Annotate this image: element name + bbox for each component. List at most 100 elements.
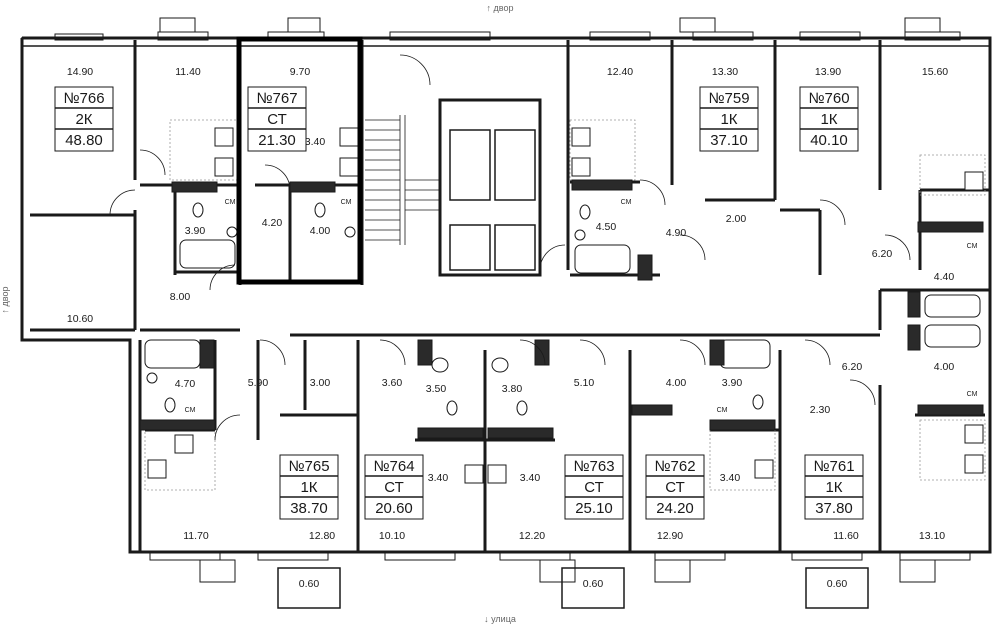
apartment-area: 37.80 xyxy=(815,500,853,517)
room-area: 10.60 xyxy=(67,313,93,325)
apartment-area: 37.10 xyxy=(710,132,748,149)
balcony-area: 0.60 xyxy=(299,578,320,590)
room-area: 11.40 xyxy=(175,66,201,78)
apartment-type: СТ xyxy=(384,479,404,496)
room-area: 4.00 xyxy=(934,361,955,373)
washer-label: СМ xyxy=(621,199,632,206)
apartment-label-764[interactable]: №764 СТ 20.60 xyxy=(364,454,424,520)
kitchen-fixtures xyxy=(147,127,984,484)
apartment-label-763[interactable]: №763 СТ 25.10 xyxy=(564,454,624,520)
apartment-area: 38.70 xyxy=(290,500,328,517)
counters xyxy=(139,179,984,439)
room-area: 4.70 xyxy=(175,378,196,390)
room-area: 3.40 xyxy=(305,136,326,148)
apartment-number: №765 xyxy=(288,458,329,475)
windows-top xyxy=(54,17,961,41)
room-area: 5.90 xyxy=(248,377,269,389)
room-area: 3.40 xyxy=(520,472,541,484)
room-area: 3.90 xyxy=(185,225,206,237)
apartment-area: 40.10 xyxy=(810,132,848,149)
lower-walls xyxy=(138,340,985,552)
room-area: 4.20 xyxy=(262,217,283,229)
apartment-label-767[interactable]: №767 СТ 21.30 xyxy=(247,86,307,152)
room-area: 10.10 xyxy=(379,530,405,542)
kitchen-zones xyxy=(144,119,986,491)
bathroom-fixtures xyxy=(144,202,981,416)
room-area: 4.50 xyxy=(596,221,617,233)
room-area: 13.30 xyxy=(712,66,738,78)
balconies xyxy=(277,567,869,609)
room-area: 4.40 xyxy=(934,271,955,283)
room-area: 13.90 xyxy=(815,66,841,78)
apartment-type: 1К xyxy=(300,479,317,496)
stair-core xyxy=(365,98,542,277)
room-area: 3.60 xyxy=(382,377,403,389)
room-area: 3.00 xyxy=(310,377,331,389)
washer-label: СМ xyxy=(967,243,978,250)
balcony-area: 0.60 xyxy=(583,578,604,590)
washer-label: СМ xyxy=(341,199,352,206)
apartment-type: 1К xyxy=(720,111,737,128)
apartment-number: №767 xyxy=(256,90,297,107)
room-areas: 14.90 11.40 9.70 12.40 13.30 13.90 15.60… xyxy=(67,66,955,590)
washer-label: СМ xyxy=(717,407,728,414)
outer-walls xyxy=(20,36,992,554)
apartment-type: СТ xyxy=(665,479,685,496)
washer-label: СМ xyxy=(185,407,196,414)
room-area: 4.00 xyxy=(666,377,687,389)
apartment-number: №764 xyxy=(373,458,414,475)
apartment-label-760[interactable]: №760 1К 40.10 xyxy=(799,86,859,152)
room-area: 3.40 xyxy=(428,472,449,484)
doors xyxy=(109,54,911,441)
washer-label: СМ xyxy=(967,391,978,398)
room-area: 14.90 xyxy=(67,66,93,78)
room-area: 2.00 xyxy=(726,213,747,225)
apartment-number: №763 xyxy=(573,458,614,475)
room-area: 12.20 xyxy=(519,530,545,542)
room-area: 8.00 xyxy=(170,291,191,303)
room-area: 3.90 xyxy=(722,377,743,389)
apartment-number: №759 xyxy=(708,90,749,107)
apartment-label-762[interactable]: №762 СТ 24.20 xyxy=(645,454,705,520)
room-area: 2.30 xyxy=(810,404,831,416)
apartment-number: №766 xyxy=(63,90,104,107)
room-area: 4.00 xyxy=(310,225,331,237)
apartment-label-761[interactable]: №761 1К 37.80 xyxy=(804,454,864,520)
apartment-type: 1К xyxy=(825,479,842,496)
apartment-type: 1К xyxy=(820,111,837,128)
direction-bottom: ↓ улица xyxy=(484,614,516,624)
apartment-label-766[interactable]: №766 2К 48.80 xyxy=(54,86,114,152)
washer-labels: СМ СМ СМ СМ СМ СМ СМ xyxy=(185,199,978,414)
apartment-area: 24.20 xyxy=(656,500,694,517)
washer-label: СМ xyxy=(225,199,236,206)
direction-top: ↑ двор xyxy=(487,3,514,13)
room-area: 6.20 xyxy=(872,248,893,260)
apartment-type: СТ xyxy=(584,479,604,496)
corridor-walls xyxy=(140,328,880,337)
apartment-number: №762 xyxy=(654,458,695,475)
apartment-area: 48.80 xyxy=(65,132,103,149)
balcony-area: 0.60 xyxy=(827,578,848,590)
apartment-number: №760 xyxy=(808,90,849,107)
room-area: 3.80 xyxy=(502,383,523,395)
room-area: 5.10 xyxy=(574,377,595,389)
apartment-area: 20.60 xyxy=(375,500,413,517)
room-area: 13.10 xyxy=(919,530,945,542)
apartment-area: 25.10 xyxy=(575,500,613,517)
apartment-area: 21.30 xyxy=(258,132,296,149)
windows-bottom xyxy=(149,551,971,583)
room-area: 6.20 xyxy=(842,361,863,373)
apartment-label-765[interactable]: №765 1К 38.70 xyxy=(279,454,339,520)
room-area: 3.50 xyxy=(426,383,447,395)
apartment-type: 2К xyxy=(75,111,92,128)
room-area: 15.60 xyxy=(922,66,948,78)
room-area: 12.80 xyxy=(309,530,335,542)
room-area: 12.40 xyxy=(607,66,633,78)
room-area: 11.70 xyxy=(183,530,209,542)
apartment-number: №761 xyxy=(813,458,854,475)
apartment-label-759[interactable]: №759 1К 37.10 xyxy=(699,86,759,152)
room-area: 12.90 xyxy=(657,530,683,542)
selected-apartment-outline[interactable] xyxy=(236,36,363,285)
room-area: 11.60 xyxy=(833,530,859,542)
